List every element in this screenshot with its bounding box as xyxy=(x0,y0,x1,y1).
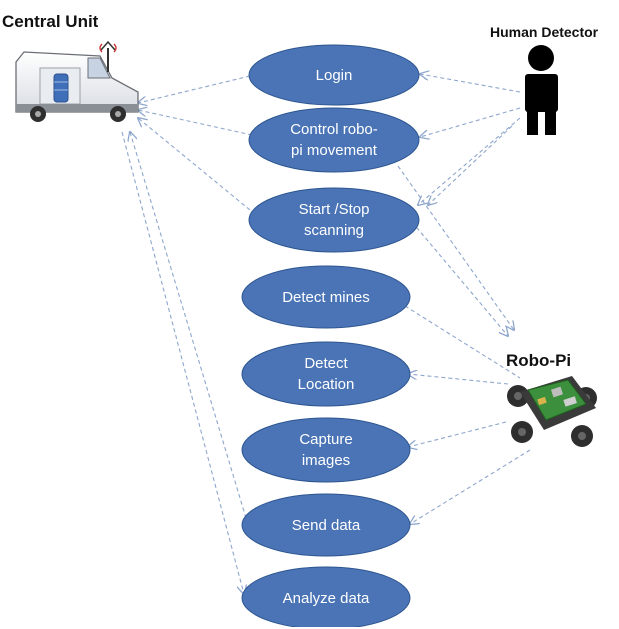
arrow-human-to-control xyxy=(420,107,521,137)
arrow-login-to-central xyxy=(138,75,251,103)
arrow-central-to-analyze xyxy=(121,131,244,594)
arrow-scan-to-robopi xyxy=(411,221,508,336)
arrow-human-to-robopi xyxy=(428,125,513,205)
robo-pi-label: Robo-Pi xyxy=(506,351,572,370)
usecase-detect-location[interactable] xyxy=(241,341,411,407)
usecase-capture-images[interactable] xyxy=(241,417,411,483)
arrow-robopi-to-capture xyxy=(408,421,507,447)
usecase-send-data[interactable] xyxy=(241,493,411,557)
usecase-login[interactable] xyxy=(248,44,420,106)
usecase-detect-mines[interactable] xyxy=(241,265,411,329)
robot-icon xyxy=(507,376,597,447)
arrow-control-to-robopi xyxy=(397,165,514,330)
connectors xyxy=(121,74,531,594)
person-icon xyxy=(525,45,558,135)
arrow-robopi-to-location xyxy=(408,374,509,385)
arrow-human-to-login xyxy=(420,74,521,93)
arrow-human-to-scan xyxy=(418,117,521,205)
arrow-send-to-central xyxy=(130,132,247,519)
arrow-scan-to-central xyxy=(138,118,251,211)
human-detector-label: Human Detector xyxy=(490,24,599,40)
van-icon xyxy=(15,40,139,122)
arrow-robopi-to-send xyxy=(410,449,531,524)
central-unit-label: Central Unit xyxy=(2,12,99,31)
usecase-analyze-data[interactable] xyxy=(241,566,411,627)
arrow-control-to-central xyxy=(138,110,253,136)
usecase-control-robo-pi-movement[interactable] xyxy=(248,107,420,173)
usecase-start-stop-scanning[interactable] xyxy=(248,187,420,253)
arrow-mines-robopi xyxy=(404,305,521,379)
use-cases xyxy=(241,44,420,627)
